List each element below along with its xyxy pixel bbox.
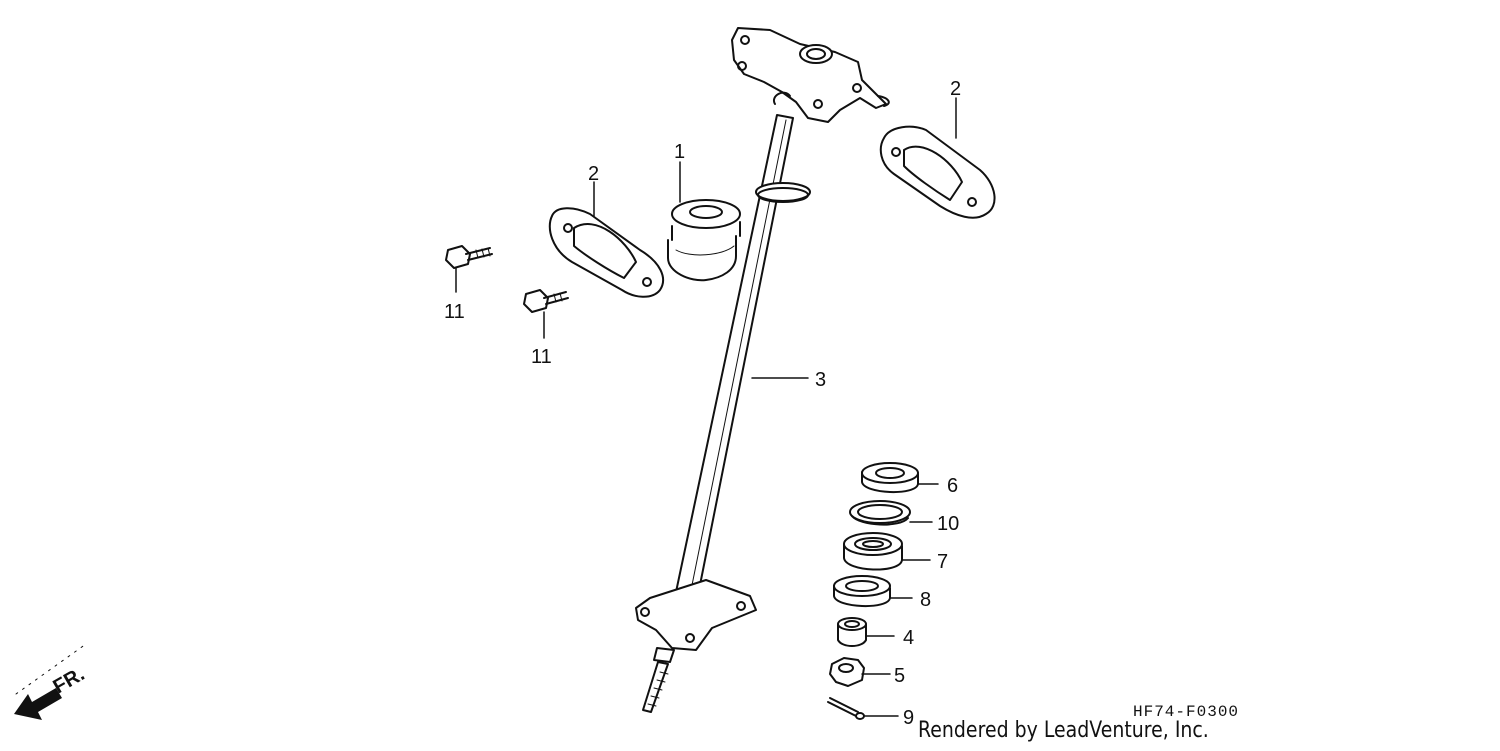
shaft-bushing[interactable] (667, 199, 741, 282)
callout-4: 4 (903, 627, 914, 649)
callout-2-right: 2 (950, 78, 961, 100)
callout-10: 10 (937, 513, 959, 535)
shaft-collar[interactable] (837, 617, 895, 647)
shaft-holder-left[interactable] (548, 207, 665, 298)
callout-3: 3 (815, 369, 826, 391)
callout-2-left: 2 (588, 163, 599, 185)
shaft-holder-right[interactable] (879, 125, 996, 219)
callout-11-a: 11 (444, 301, 465, 323)
flange-bolt-b[interactable] (523, 289, 569, 339)
callout-labels: 1 2 2 3 4 5 6 7 8 9 10 11 11 FR. (50, 78, 962, 729)
callout-7: 7 (937, 551, 948, 573)
steering-shaft[interactable] (635, 27, 890, 713)
callout-5: 5 (894, 665, 905, 687)
circlip[interactable] (849, 500, 933, 526)
callout-9: 9 (903, 707, 914, 729)
castle-nut[interactable] (829, 657, 891, 687)
front-direction-arrow-icon (14, 643, 87, 720)
diagram-code: HF74-F0300 (1133, 703, 1240, 721)
callout-1: 1 (674, 141, 685, 163)
leader-lines (593, 97, 957, 379)
flange-bolt-a[interactable] (445, 245, 493, 293)
callout-8: 8 (920, 589, 931, 611)
radial-bearing-lower[interactable] (833, 575, 913, 608)
oil-seal[interactable] (861, 462, 939, 494)
callout-11-b: 11 (531, 346, 552, 368)
radial-bearing-upper[interactable] (843, 532, 931, 571)
render-credit: Rendered by LeadVenture, Inc. (918, 718, 1209, 743)
cotter-pin[interactable] (827, 697, 899, 720)
callout-6: 6 (947, 475, 958, 497)
